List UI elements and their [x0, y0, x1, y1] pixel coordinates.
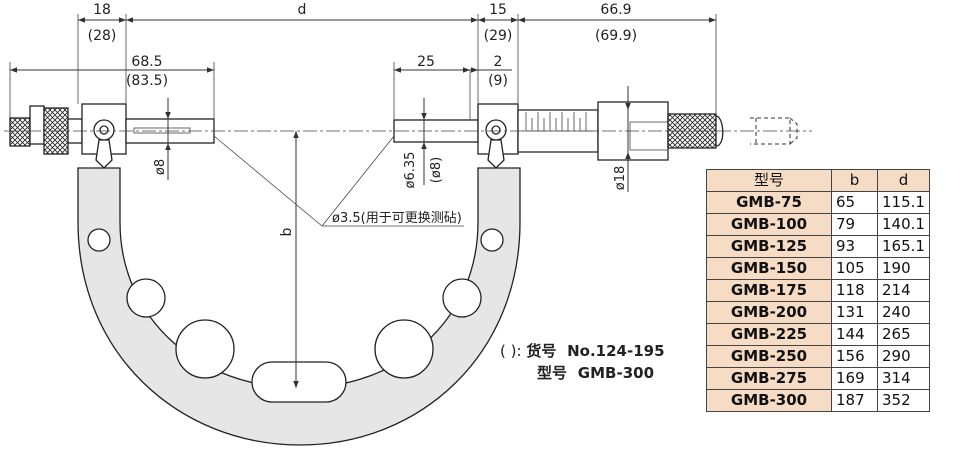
frame-hole: [126, 278, 166, 318]
dim-83-5: (83.5): [126, 73, 168, 89]
cell-d: 265: [877, 323, 930, 346]
dia-8-paren: (ø8): [429, 157, 444, 183]
anvil-slot: [133, 127, 191, 134]
cell-model: GMB-100: [706, 213, 832, 236]
cell-b: 131: [831, 301, 878, 324]
cell-d: 214: [877, 279, 930, 302]
clamp-knob: [29, 105, 45, 145]
leader-lines: [213, 135, 464, 227]
dim-9: (9): [488, 73, 508, 89]
cell-d: 290: [877, 345, 930, 368]
cell-model: GMB-275: [706, 367, 832, 390]
cell-b: 144: [831, 323, 878, 346]
cell-d: 115.1: [877, 191, 930, 214]
top-dimensions: [77, 14, 717, 114]
table-header-row: 型号 b d: [706, 169, 930, 192]
cell-model: GMB-200: [706, 301, 832, 324]
cell-b: 118: [831, 279, 878, 302]
cell-model: GMB-175: [706, 279, 832, 302]
dim-28: (28): [88, 28, 117, 44]
frame-hole: [442, 278, 482, 318]
cell-b: 79: [831, 213, 878, 236]
dim-15: 15: [489, 2, 507, 18]
cell-model: GMB-150: [706, 257, 832, 280]
cell-b: 105: [831, 257, 878, 280]
cell-d: 140.1: [877, 213, 930, 236]
legend-item-no-value: No.124-195: [567, 342, 665, 360]
dim-29: (29): [484, 28, 513, 44]
cell-b: 187: [831, 389, 878, 412]
cell-model: GMB-300: [706, 389, 832, 412]
dia-3-5-label: ø3.5(用于可更换测砧): [332, 211, 462, 226]
cell-model: GMB-125: [706, 235, 832, 258]
dia-6-35: ø6.35: [403, 152, 418, 189]
dim-d: d: [298, 2, 307, 18]
diameter-marks: [165, 86, 631, 192]
cell-d: 314: [877, 367, 930, 390]
dim-2: 2: [494, 54, 503, 70]
dim-25: 25: [417, 54, 435, 70]
header-d: d: [877, 169, 930, 192]
lock-lever: [487, 139, 505, 169]
dim-68-5: 68.5: [131, 54, 162, 70]
left-dimension: [9, 62, 215, 119]
legend: ( ): 货号 No.124-195: [500, 340, 665, 361]
cell-b: 65: [831, 191, 878, 214]
lock-screw-center: [491, 125, 501, 135]
dim-69-9: (69.9): [595, 28, 637, 44]
header-model: 型号: [706, 169, 832, 192]
frame-hole: [175, 319, 235, 379]
header-b: b: [831, 169, 878, 192]
legend-paren: ( ):: [500, 342, 522, 360]
clamp-lever: [95, 139, 113, 169]
legend-model-value: GMB-300: [577, 364, 655, 382]
frame-hole: [87, 228, 111, 252]
dim-b: b: [279, 227, 295, 236]
legend-item-no-label: 货号: [526, 342, 557, 360]
dia-18: ø18: [613, 166, 628, 191]
mid-dimensions: [393, 62, 512, 120]
sleeve-graduations: [525, 112, 587, 131]
cell-d: 352: [877, 389, 930, 412]
cell-b: 156: [831, 345, 878, 368]
frame-slot: [251, 361, 347, 403]
dim-66-9: 66.9: [600, 2, 631, 18]
cell-b: 93: [831, 235, 878, 258]
legend-model: 型号 GMB-300: [537, 362, 654, 383]
dim-18: 18: [93, 2, 111, 18]
cell-d: 240: [877, 301, 930, 324]
legend-model-label: 型号: [537, 364, 568, 382]
clamp-screw-center: [99, 125, 109, 135]
cell-d: 190: [877, 257, 930, 280]
frame-hole: [480, 228, 504, 252]
frame-hole: [374, 319, 434, 379]
dia-8: ø8: [153, 159, 168, 175]
cell-model: GMB-75: [706, 191, 832, 214]
cell-model: GMB-225: [706, 323, 832, 346]
cell-b: 169: [831, 367, 878, 390]
ratchet-knob: [9, 117, 31, 147]
cell-model: GMB-250: [706, 345, 832, 368]
cell-d: 165.1: [877, 235, 930, 258]
